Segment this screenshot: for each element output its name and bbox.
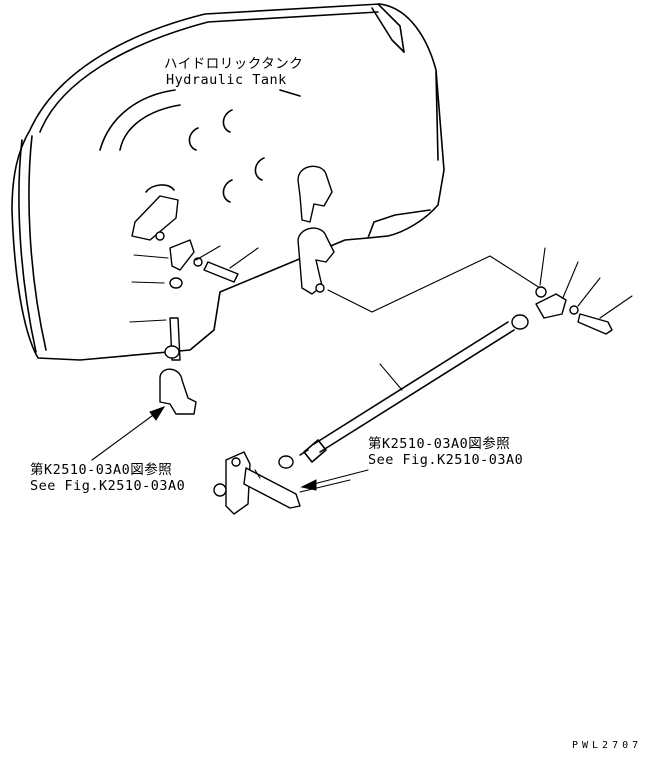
- callout-right-en: See Fig.K2510-03A0: [368, 452, 524, 468]
- control-rod: [299, 321, 515, 463]
- callout-arrows: [91, 406, 369, 491]
- tank-label-jp: ハイドロリックタンク: [164, 56, 304, 72]
- right-levers: [297, 165, 335, 295]
- tank-label: ハイドロリックタンク Hydraulic Tank: [164, 56, 303, 88]
- lever-leader-lines: [327, 247, 633, 319]
- hydraulic-tank-outline: [11, 3, 445, 361]
- tank-surface-marks: [188, 109, 265, 203]
- callout-left-en: See Fig.K2510-03A0: [30, 478, 186, 494]
- lower-bracket-assembly: [213, 451, 351, 515]
- callout-right: 第K2510-03A0図参照 See Fig.K2510-03A0: [368, 436, 523, 468]
- tank-label-en: Hydraulic Tank: [166, 72, 287, 88]
- rod-end-parts: [511, 286, 613, 335]
- callout-left: 第K2510-03A0図参照 See Fig.K2510-03A0: [30, 462, 185, 494]
- callout-right-jp: 第K2510-03A0図参照: [368, 436, 511, 452]
- drawing-code: PWL2707: [572, 740, 643, 751]
- left-linkage-parts: [129, 184, 259, 415]
- callout-left-jp: 第K2510-03A0図参照: [30, 462, 173, 478]
